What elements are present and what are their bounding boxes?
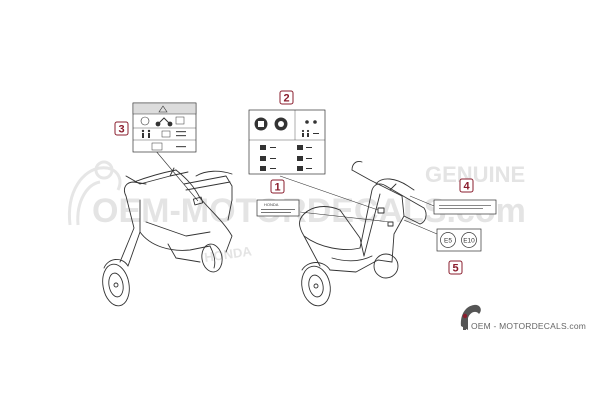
warning-triangle-icon <box>158 105 168 113</box>
fuel-e10-badge <box>461 232 477 248</box>
leader-1 <box>299 211 391 223</box>
callouts <box>114 90 474 275</box>
callout-2-box <box>279 90 294 105</box>
callout-1: 1 <box>274 182 280 194</box>
callout-4: 4 <box>463 181 470 193</box>
fuel-e10-text: E10 <box>463 238 475 245</box>
brand-footer: OEM - MOTORDECALS.com <box>460 304 586 331</box>
callout-2: 2 <box>283 93 289 105</box>
callout-4-box <box>459 178 474 193</box>
watermark-logo-icon <box>67 160 122 226</box>
fuel-e5-badge <box>440 232 456 248</box>
label-5-fuel-decal: E5 E10 <box>436 228 482 252</box>
leader-5 <box>403 219 438 235</box>
callout-3-box <box>114 121 129 136</box>
label-1-honda-decal: HONDA <box>256 199 300 217</box>
scooter-left <box>102 167 233 307</box>
fuel-e5-text: E5 <box>444 238 452 245</box>
scooter-right <box>299 161 427 307</box>
load-rows <box>260 145 312 171</box>
callout-3: 3 <box>118 124 124 136</box>
manual-icon <box>140 116 150 126</box>
leader-2 <box>279 175 379 211</box>
pressure-icon <box>175 116 185 125</box>
label-4-strip-decal <box>433 199 497 215</box>
label-3-warning-decal <box>132 102 197 153</box>
passenger-icon <box>151 142 163 151</box>
watermark-genuine: GENUINE <box>425 162 525 187</box>
motorcycle-icon <box>155 117 173 127</box>
leader-4 <box>409 195 435 207</box>
rider-icon <box>141 129 151 138</box>
watermark-brand: HONDA <box>203 243 253 265</box>
label-2-info-decal <box>248 109 326 175</box>
label-1-text: HONDA <box>264 202 279 207</box>
callout-5: 5 <box>452 263 458 275</box>
brand-footer-text: OEM - MOTORDECALS.com <box>471 321 586 331</box>
callout-1-box <box>270 179 285 194</box>
tire-icon <box>161 130 171 138</box>
scooter-small-icon <box>301 120 319 137</box>
callout-5-box <box>448 260 463 275</box>
leader-lines <box>149 143 438 235</box>
leader-3 <box>149 143 199 202</box>
brand-logo-icon <box>460 304 481 330</box>
